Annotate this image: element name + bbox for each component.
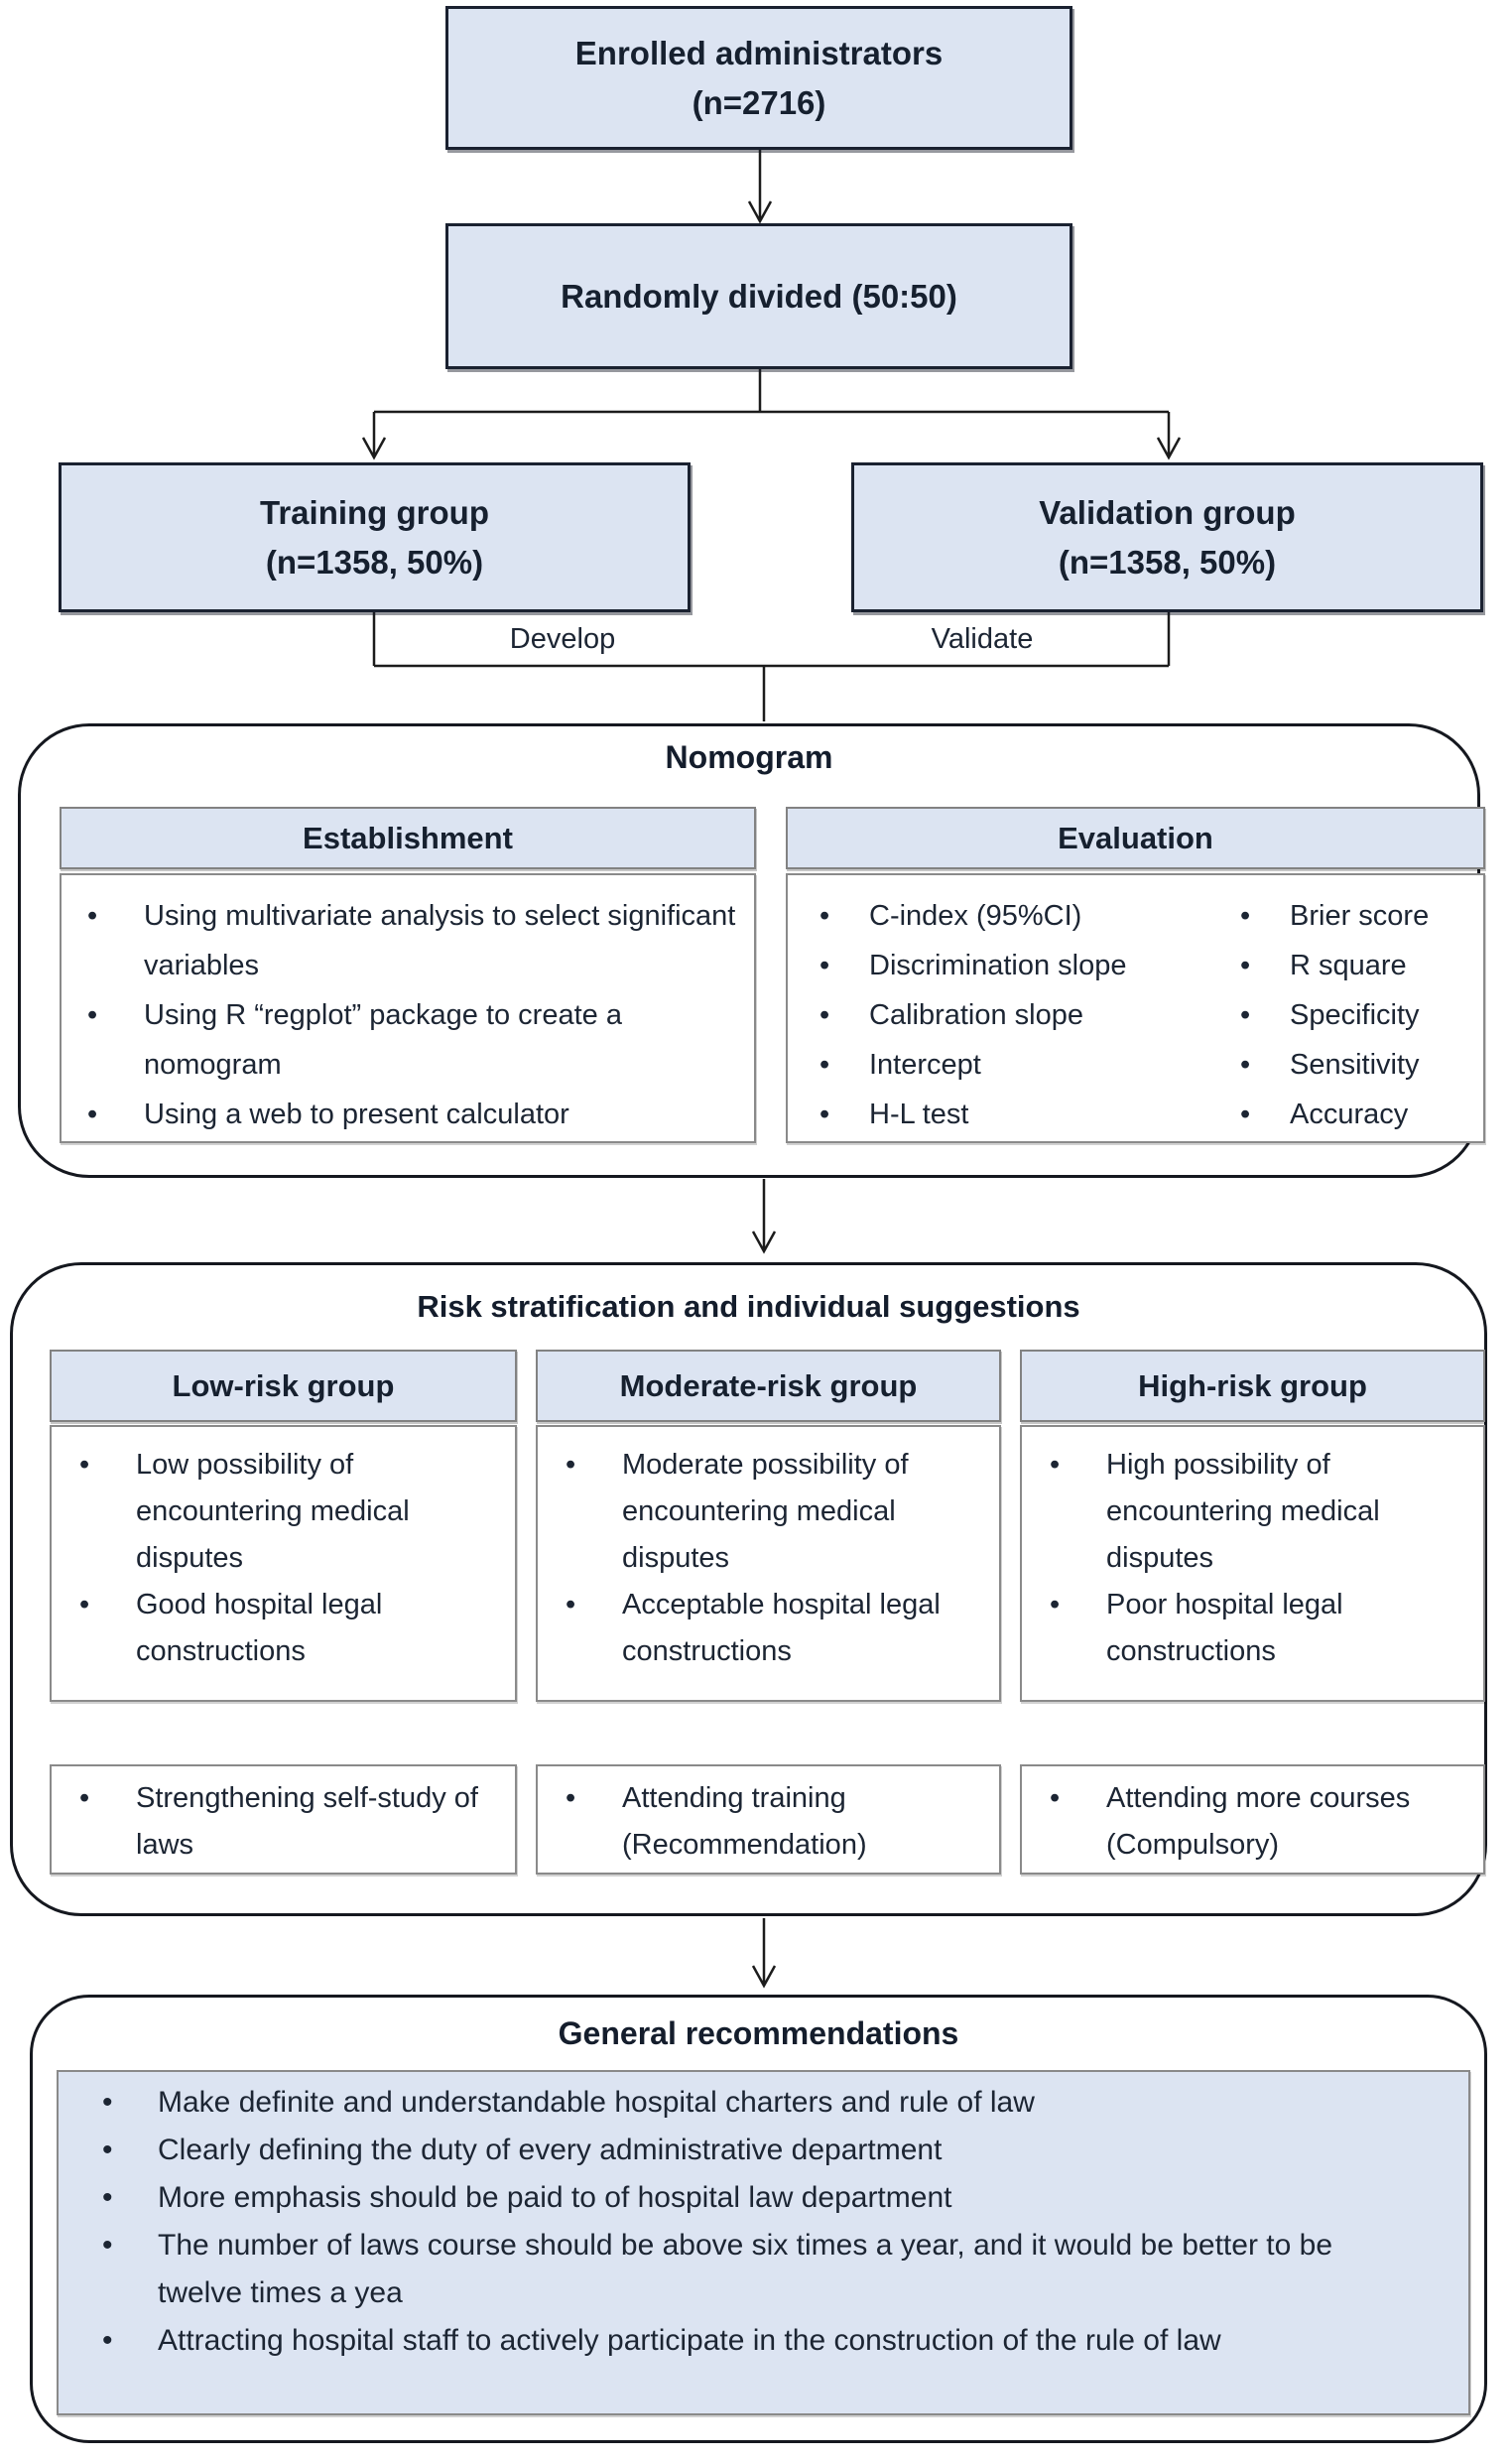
box-enrolled-line1: Enrolled administrators <box>574 35 944 71</box>
bullet-item: Attending training (Recommendation) <box>538 1775 954 1869</box>
box-validation-line2: (n=1358, 50%) <box>1058 543 1277 581</box>
nomogram-title: Nomogram <box>665 739 833 775</box>
low-risk-suggestion-list: Strengthening self-study of laws <box>52 1766 515 1869</box>
box-randomly-divided-label: Randomly divided (50:50) <box>561 277 957 315</box>
high-risk-panel: High possibility of encountering medical… <box>1020 1425 1485 1702</box>
bullet-item: Good hospital legal constructions <box>52 1582 505 1675</box>
bullet-item: Discrimination slope <box>804 941 1220 990</box>
bullet-item: Using a web to present calculator <box>62 1090 740 1139</box>
box-validation-line1: Validation group <box>1039 494 1296 531</box>
bullet-item: Make definite and understandable hospita… <box>59 2079 1388 2127</box>
arrow-nomogram-to-risk <box>751 1179 777 1254</box>
moderate-risk-header: Moderate-risk group <box>536 1350 1001 1422</box>
bullet-item: Clearly defining the duty of every admin… <box>59 2127 1388 2174</box>
high-risk-header-label: High-risk group <box>1138 1367 1367 1403</box>
moderate-risk-suggestion-list: Attending training (Recommendation) <box>538 1766 962 1869</box>
general-title: General recommendations <box>558 2015 959 2051</box>
bullet-item: Strengthening self-study of laws <box>52 1775 507 1869</box>
high-risk-header: High-risk group <box>1020 1350 1485 1422</box>
high-risk-list: High possibility of encountering medical… <box>1022 1427 1483 1675</box>
bullet-item: High possibility of encountering medical… <box>1022 1442 1473 1582</box>
box-validation-group: Validation group (n=1358, 50%) <box>851 462 1483 612</box>
arrow-risk-to-general <box>751 1918 777 1989</box>
general-list: Make definite and understandable hospita… <box>59 2072 1388 2365</box>
moderate-risk-header-label: Moderate-risk group <box>619 1367 918 1403</box>
bullet-item: Calibration slope <box>804 990 1220 1040</box>
evaluation-header: Evaluation <box>786 807 1485 869</box>
arrow-enrolled-to-randomly <box>747 150 773 224</box>
bullet-item: Poor hospital legal constructions <box>1022 1582 1473 1675</box>
nomogram-section: Nomogram Establishment Evaluation Using … <box>18 723 1485 1178</box>
moderate-risk-panel: Moderate possibility of encountering med… <box>536 1425 1001 1702</box>
bullet-item: Intercept <box>804 1040 1220 1090</box>
box-training-line1: Training group <box>260 494 489 531</box>
split-randomly-to-groups <box>361 369 1182 460</box>
low-risk-panel: Low possibility of encountering medical … <box>50 1425 517 1702</box>
bullet-item: H-L test <box>804 1090 1220 1139</box>
box-training-line2: (n=1358, 50%) <box>265 543 484 581</box>
high-risk-suggestion: Attending more courses (Compulsory) <box>1020 1764 1485 1875</box>
evaluation-list-left: C-index (95%CI) Discrimination slope Cal… <box>804 891 1220 1139</box>
bullet-item: Brier score <box>1224 891 1477 941</box>
low-risk-suggestion: Strengthening self-study of laws <box>50 1764 517 1875</box>
box-training-group: Training group (n=1358, 50%) <box>59 462 691 612</box>
establishment-list: Using multivariate analysis to select si… <box>62 875 754 1139</box>
general-panel: Make definite and understandable hospita… <box>57 2070 1470 2415</box>
bullet-item: Using multivariate analysis to select si… <box>62 891 740 990</box>
bullet-item: Specificity <box>1224 990 1477 1040</box>
moderate-risk-list: Moderate possibility of encountering med… <box>538 1427 984 1675</box>
bullet-item: More emphasis should be paid to of hospi… <box>59 2174 1388 2222</box>
bullet-item: The number of laws course should be abov… <box>59 2222 1388 2317</box>
bullet-item: C-index (95%CI) <box>804 891 1220 941</box>
high-risk-suggestion-list: Attending more courses (Compulsory) <box>1022 1766 1466 1869</box>
low-risk-header-label: Low-risk group <box>172 1367 395 1403</box>
risk-title: Risk stratification and individual sugge… <box>417 1289 1080 1324</box>
bullet-item: Attending more courses (Compulsory) <box>1022 1775 1458 1869</box>
bullet-item: Using R “regplot” package to create a no… <box>62 990 740 1090</box>
box-randomly-divided: Randomly divided (50:50) <box>445 223 1072 369</box>
evaluation-panel: C-index (95%CI) Discrimination slope Cal… <box>786 873 1485 1143</box>
bullet-item: R square <box>1224 941 1477 990</box>
bullet-item: Moderate possibility of encountering med… <box>538 1442 974 1582</box>
moderate-risk-suggestion: Attending training (Recommendation) <box>536 1764 1001 1875</box>
general-section: General recommendations Make definite an… <box>30 1995 1487 2443</box>
risk-section: Risk stratification and individual sugge… <box>10 1262 1487 1916</box>
box-enrolled: Enrolled administrators (n=2716) <box>445 6 1072 150</box>
low-risk-header: Low-risk group <box>50 1350 517 1422</box>
bullet-item: Sensitivity <box>1224 1040 1477 1090</box>
box-enrolled-line2: (n=2716) <box>692 83 826 121</box>
bullet-item: Accuracy <box>1224 1090 1477 1139</box>
validate-label: Validate <box>931 623 1034 655</box>
bullet-item: Low possibility of encountering medical … <box>52 1442 505 1582</box>
bullet-item: Acceptable hospital legal constructions <box>538 1582 974 1675</box>
develop-label: Develop <box>509 623 616 655</box>
establishment-header: Establishment <box>60 807 756 869</box>
evaluation-header-label: Evaluation <box>1058 820 1213 855</box>
low-risk-list: Low possibility of encountering medical … <box>52 1427 515 1675</box>
bullet-item: Attracting hospital staff to actively pa… <box>59 2317 1388 2365</box>
establishment-header-label: Establishment <box>303 820 513 855</box>
evaluation-list-right: Brier score R square Specificity Sensiti… <box>1224 891 1477 1139</box>
establishment-panel: Using multivariate analysis to select si… <box>60 873 756 1143</box>
